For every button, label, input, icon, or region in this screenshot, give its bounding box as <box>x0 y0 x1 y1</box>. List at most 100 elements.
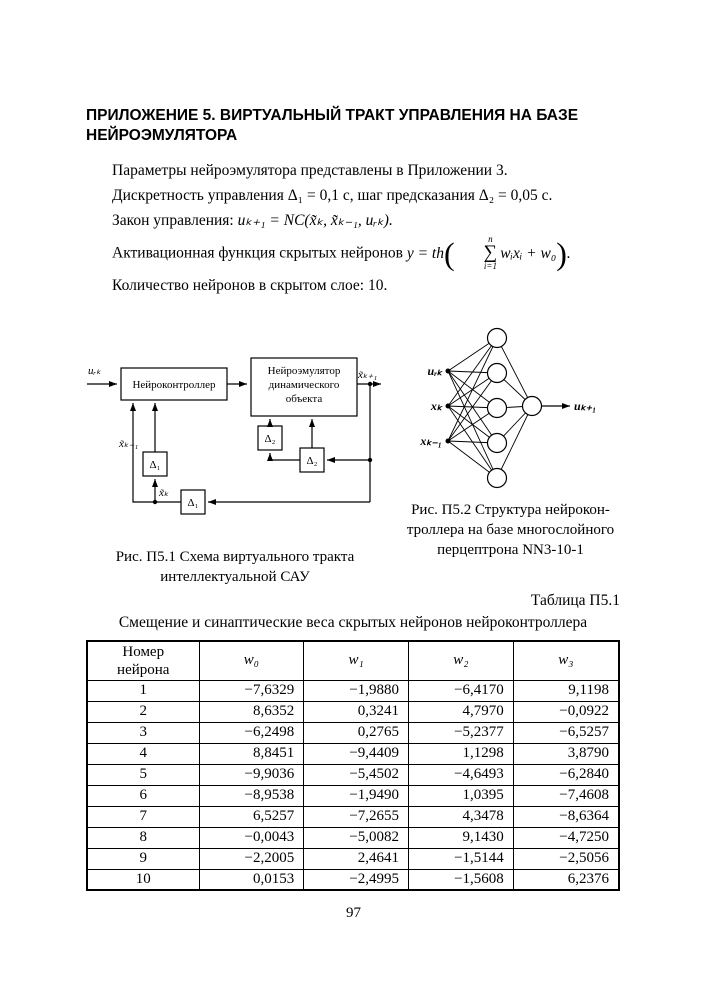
neuron-number-cell: 6 <box>86 784 200 807</box>
emulator-box-label-line2: динамического <box>269 379 340 391</box>
input-signal-label: uᵣₖ <box>88 365 101 377</box>
nn-input-label-urk: uᵣₖ <box>428 364 444 378</box>
weight-value-cell: −6,2840 <box>512 763 620 786</box>
nn-output-label: uₖ₊₁ <box>574 399 596 413</box>
weight-value-cell: 6,2376 <box>512 868 620 891</box>
junction-dot <box>152 499 158 505</box>
weight-value-cell: −7,4608 <box>512 784 620 807</box>
neuron-number-cell: 10 <box>86 868 200 891</box>
col-header-w2: w₂ <box>408 640 514 681</box>
control-law-label: Закон управления: <box>112 212 234 229</box>
page-number: 97 <box>346 905 361 921</box>
intro-text: Параметры нейроэмулятора представлены в … <box>86 158 623 298</box>
weight-value-cell: 8,8451 <box>198 742 305 765</box>
junction-dot <box>367 381 373 387</box>
paragraph-activation: Активационная функция скрытых нейронов y… <box>86 235 623 271</box>
paragraph-params: Параметры нейроэмулятора представлены в … <box>112 162 508 179</box>
neuron-number-cell: 3 <box>86 721 200 744</box>
xk-to-controller <box>130 403 181 503</box>
input-node <box>445 403 451 409</box>
appendix-heading: ПРИЛОЖЕНИЕ 5. ВИРТУАЛЬНЫЙ ТРАКТ УПРАВЛЕН… <box>86 107 579 144</box>
paragraph-control-law: Закон управления: uₖ₊₁ = NC(x̃ₖ, x̃ₖ₋₁, … <box>86 208 623 233</box>
weight-value-cell: 8,6352 <box>198 700 305 723</box>
hidden-neuron <box>486 467 508 489</box>
hidden-neuron <box>486 362 508 384</box>
weight-value-cell: −9,4409 <box>303 742 410 765</box>
weight-value-cell: −1,5144 <box>408 847 514 870</box>
hidden-neuron <box>486 432 508 454</box>
weight-value-cell: 9,1198 <box>512 679 620 702</box>
weight-value-cell: −5,2377 <box>408 721 514 744</box>
open-paren: ( <box>443 235 455 272</box>
delay2b-to-delay2a <box>267 453 300 461</box>
figure-neural-network: uᵣₖ xₖ xₖ₋₁ uₖ₊₁ <box>419 327 596 489</box>
input-node <box>445 368 451 374</box>
weight-value-cell: −4,6493 <box>408 763 514 786</box>
weight-value-cell: 0,3241 <box>303 700 410 723</box>
neuron-number-cell: 5 <box>86 763 200 786</box>
figure-control-scheme: uᵣₖ Нейроконтроллер Нейроэмулятор динами… <box>87 357 381 515</box>
hidden-neuron <box>486 327 508 349</box>
weight-value-cell: 1,0395 <box>408 784 514 807</box>
sum-symbol: n∑i=1 <box>483 234 498 272</box>
hidden-neuron <box>486 397 508 419</box>
weight-value-cell: 3,8790 <box>512 742 620 765</box>
weight-value-cell: −1,9490 <box>303 784 410 807</box>
emulator-box <box>250 357 358 417</box>
delay2-label-b: Δ₂ <box>307 455 318 467</box>
weight-value-cell: −5,4502 <box>303 763 410 786</box>
table-title: Смещение и синаптические веса скрытых не… <box>118 614 588 631</box>
weight-value-cell: −7,2655 <box>303 805 410 828</box>
weight-value-cell: −1,5608 <box>408 868 514 891</box>
nn-input-label-xk: xₖ <box>430 399 444 413</box>
weight-value-cell: −2,4995 <box>303 868 410 891</box>
weight-value-cell: 0,2765 <box>303 721 410 744</box>
input-node <box>445 438 451 444</box>
weight-value-cell: −0,0922 <box>512 700 620 723</box>
weight-value-cell: −5,0082 <box>303 826 410 849</box>
delay1-label-b: Δ₁ <box>188 497 199 509</box>
delay2-label-a: Δ₂ <box>265 433 276 445</box>
figure1-caption: Рис. П5.1 Схема виртуального тракта инте… <box>115 549 355 585</box>
weight-value-cell: 0,0153 <box>198 868 305 891</box>
activation-label: Активационная функция скрытых нейронов <box>112 244 403 262</box>
junction-dot <box>367 457 373 463</box>
paragraph-neuron-count: Количество нейронов в скрытом слое: 10. <box>112 277 388 295</box>
output-signal-label: x̃ₖ₊₁ <box>357 369 377 381</box>
neuron-number-cell: 8 <box>86 826 200 849</box>
weight-value-cell: 4,7970 <box>408 700 514 723</box>
delay1-label-a: Δ₁ <box>150 459 161 471</box>
emulator-box-label-line1: Нейроэмулятор <box>268 365 341 377</box>
weight-value-cell: 1,1298 <box>408 742 514 765</box>
weight-value-cell: 4,3478 <box>408 805 514 828</box>
weight-value-cell: −2,5056 <box>512 847 620 870</box>
weight-value-cell: −6,4170 <box>408 679 514 702</box>
figure2-caption: Рис. П5.2 Структура нейрокон- троллера н… <box>406 502 615 558</box>
weight-value-cell: −6,2498 <box>198 721 305 744</box>
neuron-number-cell: 7 <box>86 805 200 828</box>
weight-value-cell: −7,6329 <box>198 679 305 702</box>
weight-value-cell: −2,2005 <box>198 847 305 870</box>
weight-value-cell: 6,5257 <box>198 805 305 828</box>
weight-value-cell: −6,5257 <box>512 721 620 744</box>
col-header-w0: w₀ <box>198 640 305 681</box>
weight-value-cell: −8,6364 <box>512 805 620 828</box>
nn-input-label-xk1: xₖ₋₁ <box>419 434 442 448</box>
weight-value-cell: −8,9538 <box>198 784 305 807</box>
close-paren: ) <box>556 235 567 272</box>
controller-box-label: Нейроконтроллер <box>132 379 216 391</box>
weight-value-cell: −1,9880 <box>303 679 410 702</box>
col-header-w1: w₁ <box>303 640 410 681</box>
paragraph-discreteness: Дискретность управления Δ₁ = 0,1 с, шаг … <box>112 187 553 204</box>
table-header-row: Номер нейрона w₀ w₁ w₂ w₃ <box>86 640 620 681</box>
